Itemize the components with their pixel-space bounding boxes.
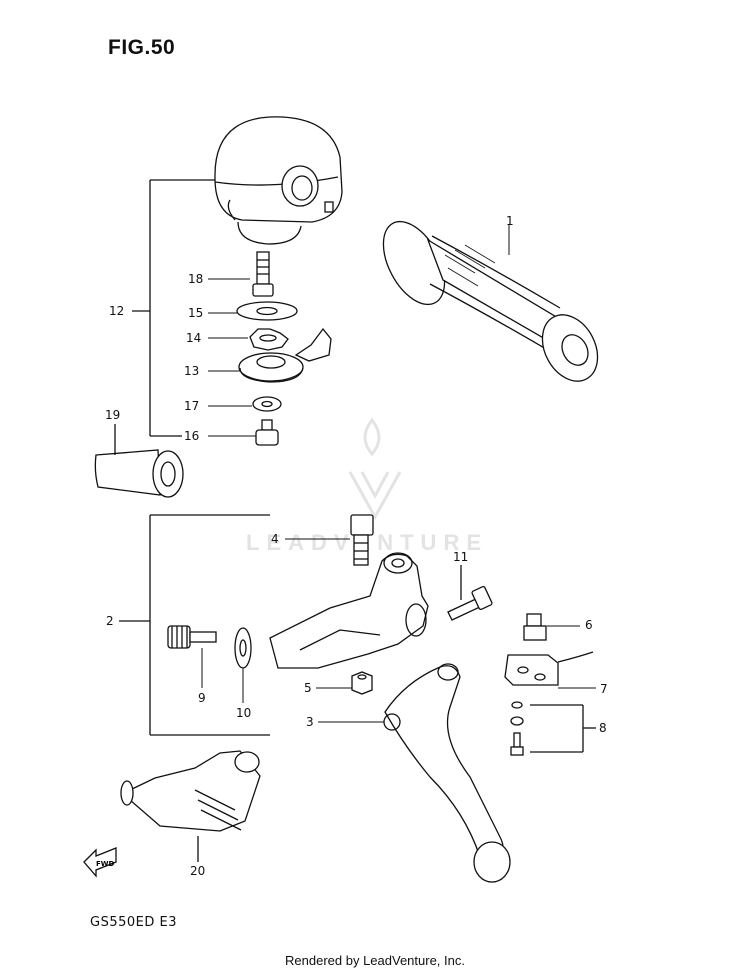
callout-10: 10	[236, 706, 252, 720]
figure-title: FIG.50	[108, 36, 176, 59]
callout-18: 18	[188, 272, 204, 286]
adjuster-9	[167, 625, 217, 649]
leader-lines	[201, 225, 596, 723]
callout-8: 8	[599, 721, 607, 735]
callout-7: 7	[600, 682, 608, 696]
bolt-11	[447, 565, 493, 621]
switch-housing	[214, 116, 343, 245]
switch-20	[120, 750, 261, 862]
screw-16	[255, 419, 279, 446]
callout-15: 15	[188, 306, 204, 320]
callout-2: 2	[106, 614, 114, 628]
screw-set-8	[510, 701, 596, 756]
callout-11: 11	[453, 550, 469, 564]
grip-1	[382, 220, 599, 382]
callout-20: 20	[190, 864, 206, 878]
nut-5	[351, 671, 373, 695]
washer-17	[252, 396, 282, 412]
callout-14: 14	[186, 331, 202, 345]
lever-3	[383, 663, 511, 883]
bracket-2	[119, 514, 270, 736]
callout-6: 6	[585, 618, 593, 632]
callout-4: 4	[271, 532, 279, 546]
callout-13: 13	[184, 364, 200, 378]
model-code: GS550ED E3	[90, 915, 177, 930]
callout-12: 12	[109, 304, 125, 318]
footer-credit: Rendered by LeadVenture, Inc.	[285, 953, 465, 968]
callout-17: 17	[184, 399, 200, 413]
callout-16: 16	[184, 429, 200, 443]
callout-19: 19	[105, 408, 121, 422]
lever-holder-2	[269, 552, 429, 669]
washer-15	[236, 301, 298, 321]
bracket-7	[504, 651, 594, 686]
screw-18	[252, 251, 274, 297]
fwd-arrow-label: FWD	[96, 860, 115, 868]
leadventure-logo	[348, 417, 402, 521]
bolt-4	[350, 514, 374, 566]
locknut-10	[234, 627, 252, 669]
callout-9: 9	[198, 691, 206, 705]
bracket-12	[132, 179, 215, 437]
fwd-arrow-icon	[83, 847, 117, 878]
grip-end-19	[94, 424, 184, 498]
callout-1: 1	[506, 214, 514, 228]
callout-3: 3	[306, 715, 314, 729]
switch-6	[523, 613, 547, 641]
switch-13	[238, 327, 332, 383]
lockwasher-14	[249, 328, 289, 351]
callout-5: 5	[304, 681, 312, 695]
